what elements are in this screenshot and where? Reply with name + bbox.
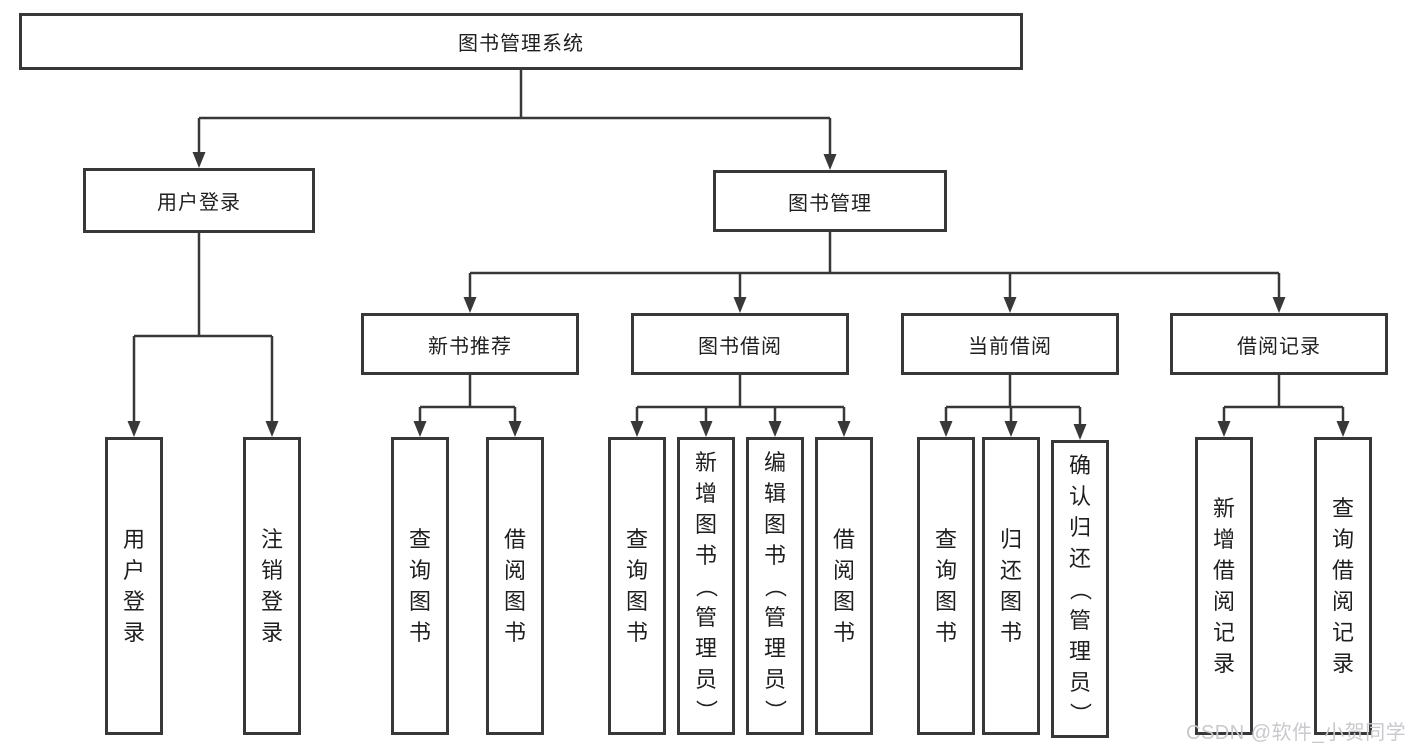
node-label: 编辑图书（管理员） <box>762 449 788 722</box>
leaf-borrow-books-borrowing: 借阅图书 <box>815 437 873 735</box>
node-label: 查询图书 <box>934 527 957 645</box>
node-label: 新增借阅记录 <box>1212 496 1235 676</box>
leaf-confirm-return-admin: 确认归还（管理员） <box>1051 440 1109 738</box>
node-label: 借阅记录 <box>1237 335 1321 358</box>
node-label: 查询图书 <box>408 527 431 645</box>
node-label: 用户登录 <box>157 192 241 214</box>
arrowhead <box>413 421 427 437</box>
node-library-management-system: 图书管理系统 <box>19 13 1023 70</box>
leaf-query-borrow-record: 查询借阅记录 <box>1314 437 1372 735</box>
leaf-add-borrow-record: 新增借阅记录 <box>1195 437 1253 735</box>
arrowhead <box>1272 297 1286 313</box>
arrowhead <box>699 421 713 437</box>
node-label: 图书借阅 <box>698 335 782 358</box>
node-current-borrowing: 当前借阅 <box>901 313 1119 375</box>
node-new-book-recommend: 新书推荐 <box>361 313 579 375</box>
arrowhead <box>508 421 522 437</box>
leaf-query-books-recommend: 查询图书 <box>391 437 449 735</box>
leaf-borrow-books-recommend: 借阅图书 <box>486 437 544 735</box>
arrowhead <box>1003 297 1017 313</box>
arrowhead <box>463 297 477 313</box>
node-label: 查询借阅记录 <box>1331 496 1354 676</box>
node-book-borrowing: 图书借阅 <box>631 313 849 375</box>
node-label: 图书管理系统 <box>458 33 584 55</box>
node-borrowing-records: 借阅记录 <box>1170 313 1388 375</box>
node-label: 注销登录 <box>260 527 283 645</box>
leaf-logout-login: 注销登录 <box>243 437 301 735</box>
node-label: 新书推荐 <box>428 335 512 358</box>
arrowhead <box>939 421 953 437</box>
arrowhead <box>837 421 851 437</box>
connector-path <box>132 70 1345 426</box>
leaf-query-books-current: 查询图书 <box>917 437 975 735</box>
node-label: 归还图书 <box>999 527 1022 645</box>
node-label: 用户登录 <box>122 527 145 645</box>
node-book-management-branch: 图书管理 <box>713 170 947 232</box>
csdn-watermark: CSDN @软件_小贺同学 <box>1186 722 1405 744</box>
node-label: 确认归还（管理员） <box>1067 452 1093 725</box>
leaf-query-books-borrowing: 查询图书 <box>608 437 666 735</box>
node-user-login-branch: 用户登录 <box>83 168 315 233</box>
node-label: 新增图书（管理员） <box>693 449 719 722</box>
node-label: 当前借阅 <box>968 335 1052 358</box>
node-label: 借阅图书 <box>503 527 526 645</box>
arrowhead <box>768 421 782 437</box>
node-label: 查询图书 <box>625 527 648 645</box>
leaf-edit-books-admin: 编辑图书（管理员） <box>746 437 804 735</box>
arrowhead <box>1073 424 1087 440</box>
arrowhead <box>1004 421 1018 437</box>
arrowhead <box>1336 421 1350 437</box>
node-label: 图书管理 <box>788 192 872 215</box>
leaf-add-books-admin: 新增图书（管理员） <box>677 437 735 735</box>
arrowhead <box>733 297 747 313</box>
arrowhead <box>192 152 206 168</box>
node-label: 借阅图书 <box>832 527 855 645</box>
arrowhead <box>823 154 837 170</box>
arrowhead <box>630 421 644 437</box>
arrowhead <box>265 421 279 437</box>
leaf-return-books: 归还图书 <box>982 437 1040 735</box>
arrowhead <box>1217 421 1231 437</box>
leaf-user-login: 用户登录 <box>105 437 163 735</box>
arrowhead <box>127 421 141 437</box>
